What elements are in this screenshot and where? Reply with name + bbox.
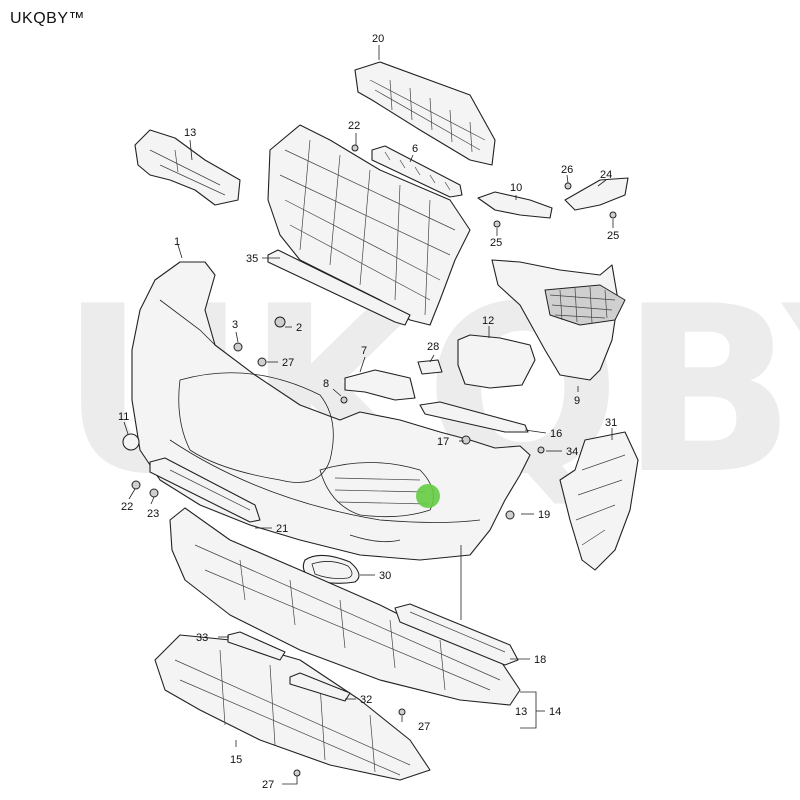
label-part-34: 34 — [566, 446, 578, 458]
label-part-31: 31 — [605, 417, 617, 429]
label-part-18: 18 — [534, 654, 546, 666]
label-part-9: 9 — [574, 395, 580, 407]
label-part-7: 7 — [361, 345, 367, 357]
label-part-1: 1 — [174, 236, 180, 248]
label-part-22-top: 22 — [348, 120, 360, 132]
part-carrier-frame — [267, 124, 471, 326]
label-part-3: 3 — [232, 319, 238, 331]
label-part-30: 30 — [379, 570, 391, 582]
leader-lines — [123, 45, 614, 785]
label-part-12: 12 — [482, 315, 494, 327]
label-part-24: 24 — [600, 169, 612, 181]
label-part-8: 8 — [323, 378, 329, 390]
label-part-27-middle: 27 — [418, 721, 430, 733]
part-12-duct — [457, 334, 536, 389]
part-9-side-grille — [491, 259, 626, 381]
label-part-25-left: 25 — [490, 237, 502, 249]
label-part-27-upper: 27 — [282, 357, 294, 369]
label-part-21: 21 — [276, 523, 288, 535]
part-labels: 20 13 22 6 10 26 24 25 25 1 35 3 2 27 7 … — [118, 33, 619, 791]
label-part-22-lower: 22 — [121, 501, 133, 513]
part-lower-spoiler — [169, 507, 521, 706]
part-21-strip — [149, 457, 261, 523]
label-part-20: 20 — [372, 33, 384, 45]
label-part-10: 10 — [510, 182, 522, 194]
label-part-14: 14 — [549, 706, 561, 718]
label-part-28: 28 — [427, 341, 439, 353]
label-part-35: 35 — [246, 253, 258, 265]
label-part-25-right: 25 — [607, 230, 619, 242]
label-part-13-lower: 13 — [515, 706, 527, 718]
part-10-bracket — [477, 191, 553, 219]
part-20-absorber — [354, 61, 496, 166]
fasteners — [131, 144, 617, 777]
part-35-strip — [267, 249, 411, 326]
part-13-bracket — [134, 129, 241, 206]
label-part-32: 32 — [360, 694, 372, 706]
label-part-27-bottom: 27 — [262, 779, 274, 791]
label-part-26: 26 — [561, 164, 573, 176]
label-part-2: 2 — [296, 322, 302, 334]
part-33-strip — [227, 631, 286, 661]
part-31-bracket — [559, 431, 639, 571]
part-24-bracket — [564, 177, 629, 211]
label-part-16: 16 — [550, 428, 562, 440]
label-part-23: 23 — [147, 508, 159, 520]
label-part-13: 13 — [184, 127, 196, 139]
label-part-17: 17 — [437, 436, 449, 448]
part-28-clip — [417, 359, 443, 375]
part-16-strip — [419, 401, 529, 433]
label-part-33: 33 — [196, 632, 208, 644]
part-18-trim — [394, 603, 519, 666]
part-7-bracket — [344, 369, 416, 401]
part-11-sensor — [122, 433, 140, 451]
label-part-19: 19 — [538, 509, 550, 521]
label-part-11: 11 — [118, 411, 129, 423]
part-6-strip — [371, 145, 463, 198]
label-part-15: 15 — [230, 754, 242, 766]
highlight-marker — [416, 484, 440, 508]
brand-logo-text: UKQBY™ — [10, 10, 86, 27]
part-32-strip — [289, 672, 351, 702]
label-part-6: 6 — [412, 143, 418, 155]
